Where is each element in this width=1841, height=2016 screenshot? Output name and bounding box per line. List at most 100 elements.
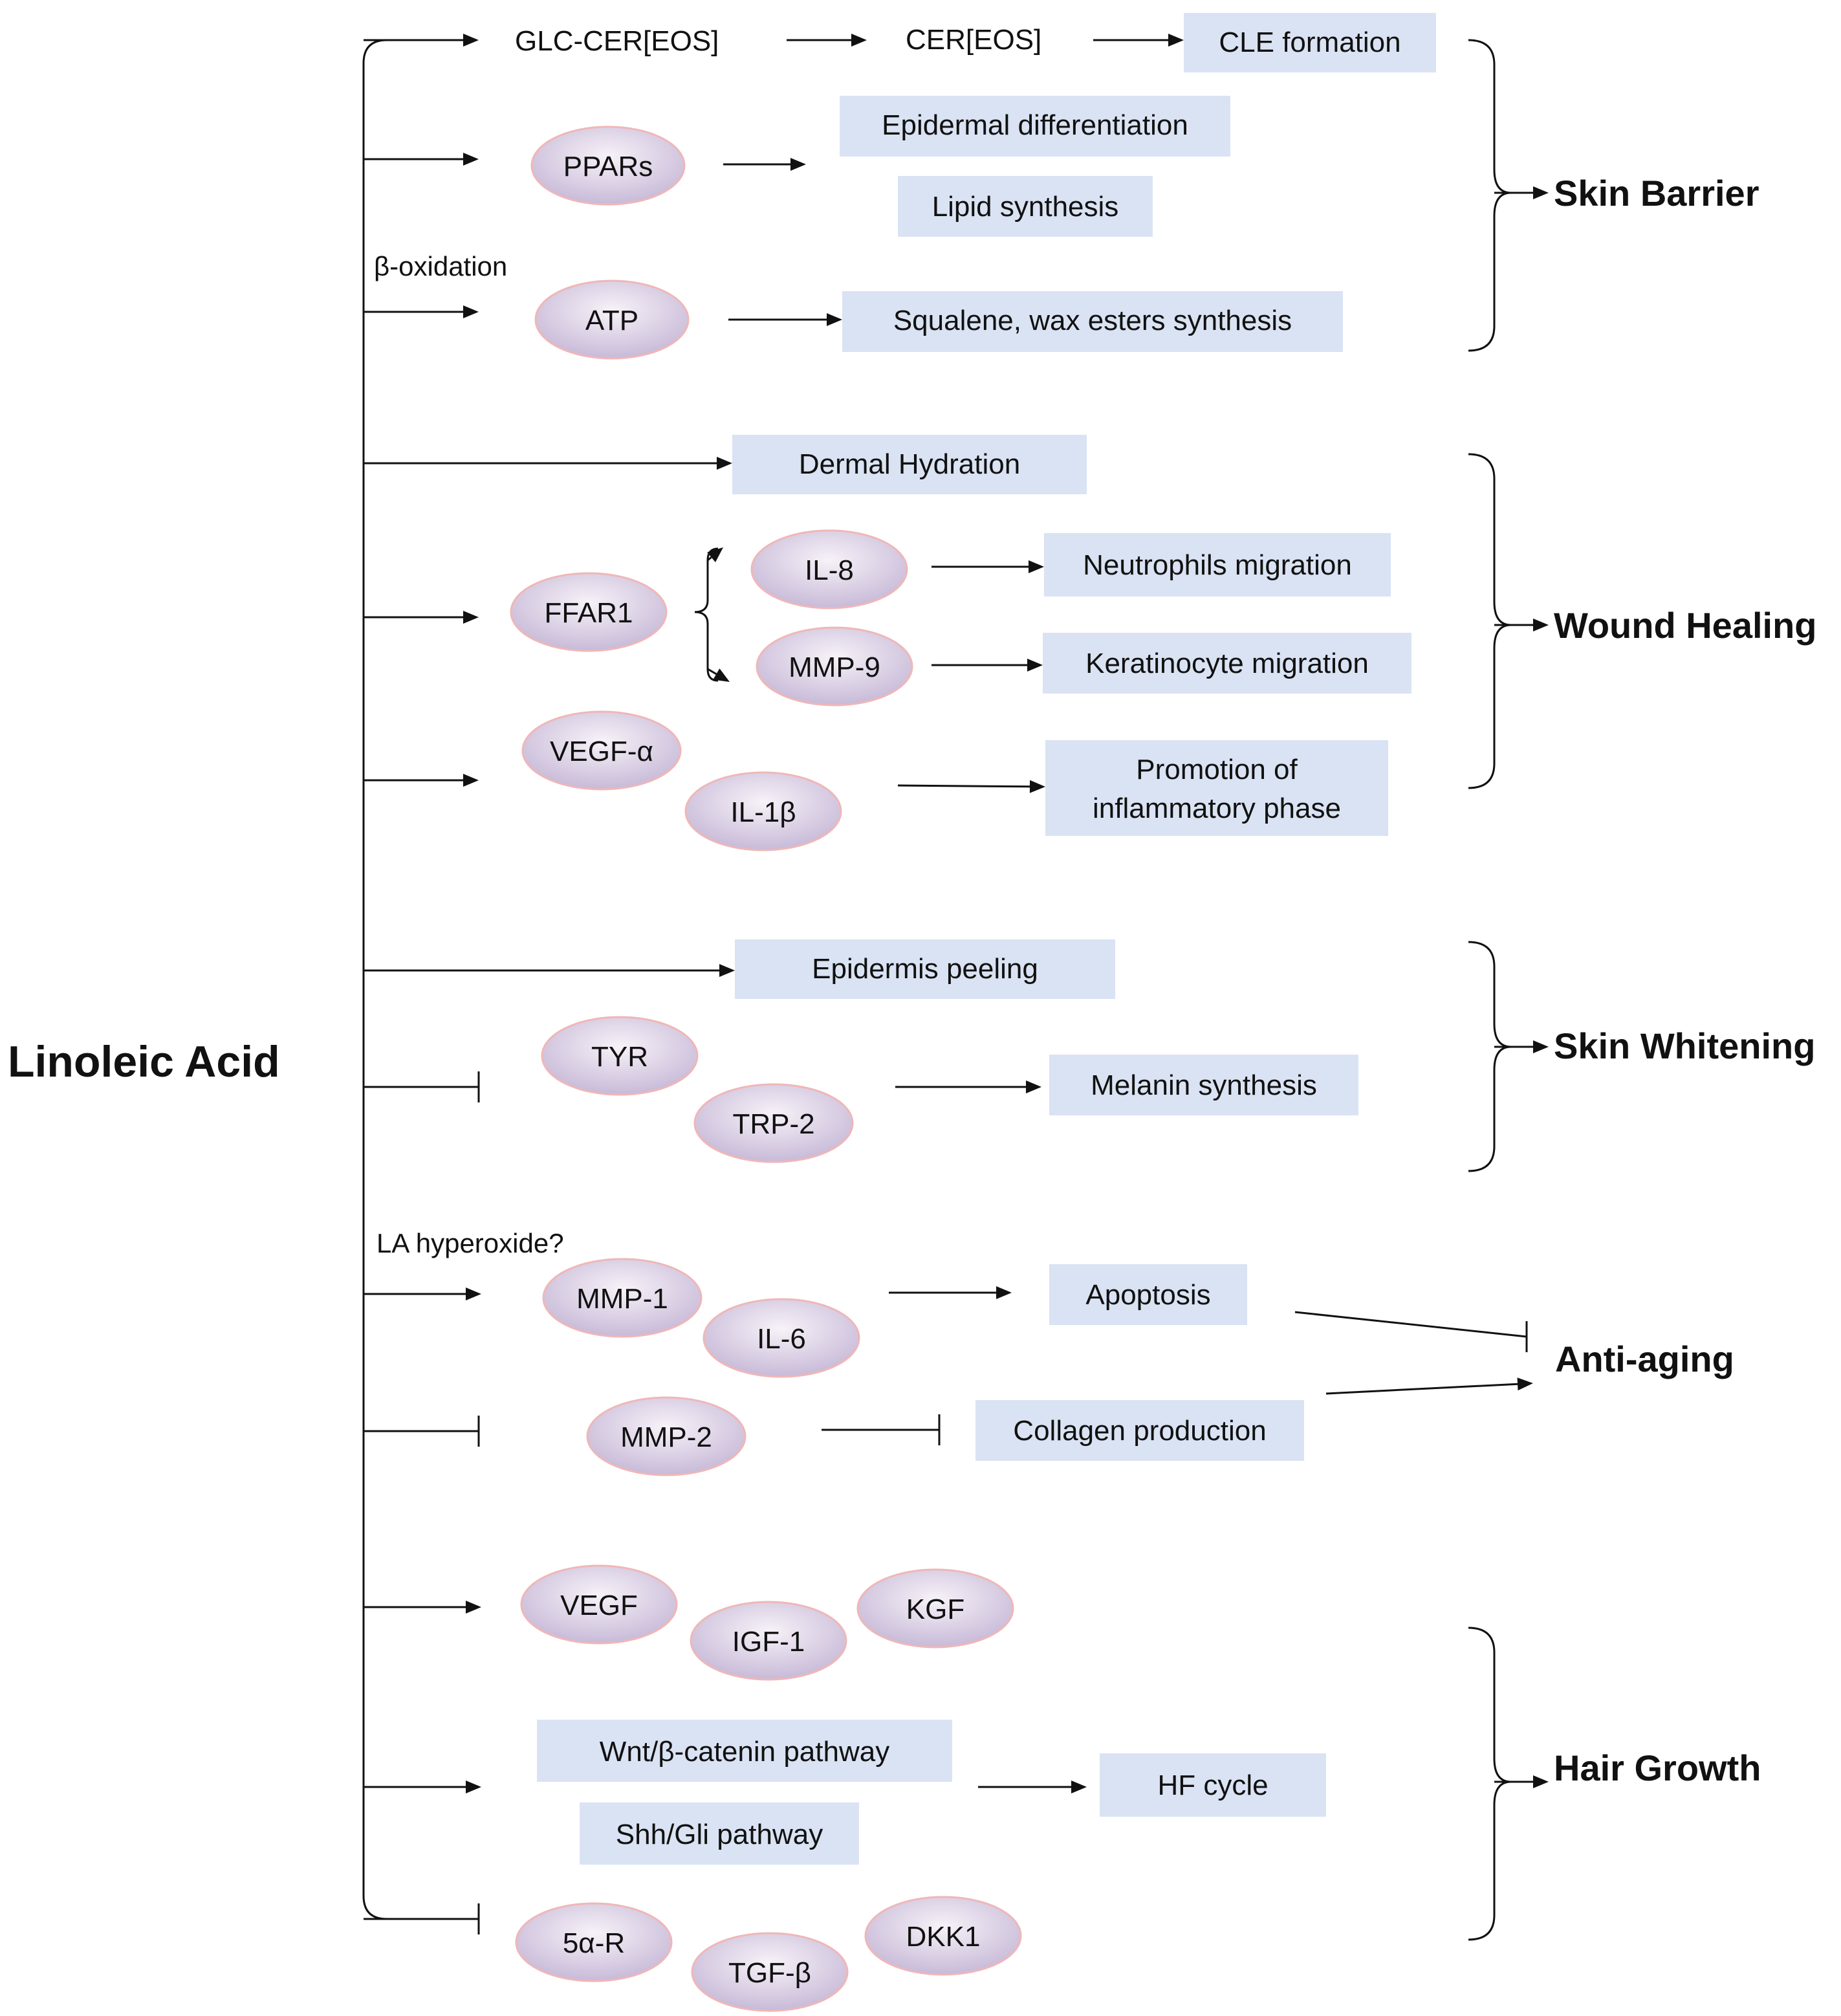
label-lipid-synth: Lipid synthesis — [932, 191, 1119, 223]
node-il8 — [750, 529, 908, 609]
label-apoptosis: Apoptosis — [1085, 1279, 1210, 1311]
box-wnt — [537, 1720, 952, 1782]
brace-skin-barrier — [1468, 39, 1512, 352]
label-igf1: IGF-1 — [732, 1626, 805, 1658]
label-glc-cer: GLC-CER[EOS] — [515, 25, 719, 57]
node-il6 — [703, 1298, 860, 1378]
box-epidermal-differentiation — [840, 96, 1230, 157]
box-keratinocyte — [1043, 633, 1411, 694]
label-la-hyperoxide: LA hyperoxide? — [376, 1228, 564, 1258]
arrow-head — [1071, 1780, 1087, 1793]
label-dkk1: DKK1 — [906, 1921, 981, 1953]
node-tyr — [541, 1016, 699, 1096]
arrow-head — [1027, 659, 1043, 672]
label-il1b: IL-1β — [730, 796, 796, 828]
arrow-head — [1029, 560, 1044, 573]
label-mmp9: MMP-9 — [789, 652, 880, 683]
arrow-head — [466, 1601, 481, 1614]
label-hf-cycle: HF cycle — [1157, 1769, 1268, 1801]
label-mmp2: MMP-2 — [620, 1421, 712, 1453]
boxes — [537, 13, 1436, 1865]
arrow-head — [713, 668, 730, 682]
label-mmp1: MMP-1 — [576, 1283, 668, 1315]
outcome-skin-whitening: Skin Whitening — [1554, 1025, 1815, 1066]
node-ppars — [530, 126, 686, 206]
box-dermal-hydration — [732, 435, 1087, 494]
arrow-line — [707, 668, 717, 675]
node-tgfb — [691, 1932, 849, 2012]
node-atp — [534, 279, 690, 360]
arrow-head — [719, 964, 735, 977]
arrow-head — [463, 774, 479, 787]
box-lipid-synthesis — [898, 176, 1153, 237]
node-vegf — [520, 1564, 678, 1645]
label-dermal-hydration: Dermal Hydration — [799, 448, 1020, 480]
arrow-head — [1029, 780, 1045, 793]
ellipses — [510, 126, 1022, 2012]
outcome-hair-growth: Hair Growth — [1554, 1748, 1761, 1788]
label-epidermis-peeling: Epidermis peeling — [812, 953, 1038, 985]
arrow-head — [851, 34, 867, 47]
braces — [694, 39, 1512, 1941]
arrow-head — [717, 457, 732, 470]
arrow-head — [1026, 1080, 1041, 1093]
arrow-line — [897, 784, 1030, 788]
label-beta-oxidation: β-oxidation — [374, 251, 507, 281]
label-kgf: KGF — [906, 1594, 964, 1625]
arrow-head — [790, 158, 806, 171]
node-igf1 — [690, 1601, 847, 1681]
outcome-anti-aging: Anti-aging — [1555, 1339, 1734, 1379]
arrow-head — [707, 547, 723, 563]
arrow-head — [463, 34, 479, 47]
arrow-head — [463, 611, 479, 624]
node-mmp9 — [756, 626, 913, 707]
inhibition-lines — [364, 1071, 1528, 1934]
arrow-head — [1168, 34, 1184, 47]
brace-ffar1 — [694, 547, 719, 682]
label-promotion-2: inflammatory phase — [1093, 793, 1341, 824]
label-il6: IL-6 — [757, 1323, 806, 1355]
outcomes: Skin Barrier Wound Healing Skin Whitenin… — [1554, 173, 1817, 1788]
arrow-head — [463, 305, 479, 318]
label-shh: Shh/Gli pathway — [616, 1819, 823, 1850]
label-ppars: PPARs — [563, 151, 653, 182]
label-ffar1: FFAR1 — [545, 597, 633, 629]
labels: GLC-CER[EOS] CER[EOS] CLE formation PPAR… — [374, 24, 1401, 1989]
arrow-head — [463, 153, 479, 166]
node-trp2 — [693, 1083, 854, 1163]
node-kgf — [856, 1568, 1014, 1649]
brace-hair-growth — [1468, 1627, 1512, 1941]
arrow-head — [827, 313, 842, 326]
box-cle — [1184, 13, 1436, 72]
arrow-head — [996, 1286, 1012, 1299]
box-collagen — [975, 1400, 1304, 1461]
box-hf-cycle — [1100, 1753, 1326, 1817]
arrow-head — [466, 1287, 481, 1300]
box-promotion — [1045, 740, 1388, 836]
brace-skin-whitening — [1468, 941, 1512, 1172]
label-vegf: VEGF — [560, 1590, 638, 1621]
box-squalene — [842, 291, 1343, 352]
label-squalene: Squalene, wax esters synthesis — [893, 305, 1292, 336]
arrow-head — [1533, 1775, 1549, 1788]
label-cer: CER[EOS] — [906, 24, 1041, 56]
label-tyr: TYR — [591, 1041, 648, 1073]
label-vegf-alpha: VEGF-α — [550, 736, 653, 767]
outcome-skin-barrier: Skin Barrier — [1554, 173, 1759, 214]
label-atp: ATP — [585, 305, 638, 336]
node-vegf-alpha — [521, 710, 682, 791]
arrow-head — [1517, 1377, 1533, 1391]
node-ffar1 — [510, 572, 668, 652]
main-title: Linoleic Acid — [8, 1037, 280, 1086]
label-neutrophils: Neutrophils migration — [1083, 549, 1352, 581]
label-promotion-1: Promotion of — [1136, 754, 1298, 785]
label-tgfb: TGF-β — [728, 1957, 811, 1989]
label-trp2: TRP-2 — [732, 1108, 814, 1140]
label-melanin: Melanin synthesis — [1091, 1069, 1317, 1101]
node-5ar — [515, 1902, 673, 1982]
outcome-wound-healing: Wound Healing — [1554, 605, 1817, 646]
label-il8: IL-8 — [805, 554, 854, 586]
label-keratinocyte: Keratinocyte migration — [1085, 648, 1369, 679]
label-wnt: Wnt/β-catenin pathway — [600, 1736, 889, 1768]
